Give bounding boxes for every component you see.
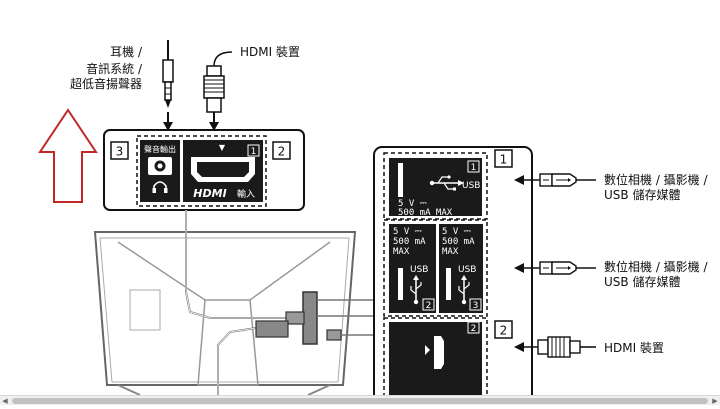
- usb-plug-icon: [539, 261, 596, 275]
- svg-text:▼: ▼: [219, 143, 226, 152]
- badge-3: 3: [116, 145, 124, 159]
- usb-port-1: 1 USB 5 V ⎓ 500 mA MAX: [389, 158, 482, 218]
- headphone-label-line1: 耳機 /: [110, 44, 143, 59]
- usb-plug-icon: [539, 173, 596, 187]
- cables: [185, 210, 374, 395]
- left-arrow-icon: [514, 175, 540, 352]
- svg-text:USB: USB: [458, 265, 476, 275]
- scroll-left-icon[interactable]: ◀: [2, 397, 8, 405]
- hdmi-logo: HDMI: [193, 187, 226, 200]
- svg-text:500 mA MAX: 500 mA MAX: [398, 208, 453, 218]
- usb-icon: [410, 275, 422, 305]
- scrollbar-thumb[interactable]: [12, 398, 708, 404]
- hdmi-plug-icon: [537, 336, 596, 358]
- camera-label-1-line1: 數位相機 / 攝影機 /: [604, 172, 708, 187]
- hdmi-device-label-right: HDMI 裝置: [604, 341, 664, 355]
- hdmi-input-label: 輸入: [237, 188, 255, 200]
- headphone-icon: [152, 181, 168, 193]
- svg-text:5 V ⎓: 5 V ⎓: [398, 199, 427, 209]
- svg-text:MAX: MAX: [442, 247, 459, 257]
- hdmi-port-number-top: 1: [251, 147, 257, 157]
- horizontal-scrollbar[interactable]: ◀ ▶: [0, 395, 720, 405]
- audio-plug-icon: [162, 40, 174, 131]
- badge-1-right: 1: [500, 153, 508, 167]
- tv-back: [93, 231, 357, 396]
- audio-out-label: 聲音輸出: [144, 144, 176, 154]
- svg-text:1: 1: [471, 163, 477, 173]
- svg-text:MAX: MAX: [393, 247, 410, 257]
- headphone-label-line2: 音訊系統 /: [86, 61, 143, 76]
- headphone-label-line3: 超低音揚聲器: [70, 76, 142, 91]
- svg-text:2: 2: [426, 301, 432, 311]
- svg-text:USB: USB: [410, 265, 428, 275]
- usb-icon: [458, 275, 470, 305]
- svg-text:500 mA: 500 mA: [442, 237, 475, 247]
- hdmi-port-2: 2: [389, 321, 482, 405]
- svg-text:500 mA: 500 mA: [393, 237, 426, 247]
- svg-text:2: 2: [471, 324, 477, 334]
- camera-label-1-line2: USB 儲存媒體: [604, 188, 680, 202]
- camera-label-2-line2: USB 儲存媒體: [604, 275, 680, 289]
- badge-2-right: 2: [500, 324, 508, 338]
- usb-icon: [429, 175, 464, 191]
- scroll-right-icon[interactable]: ▶: [712, 397, 718, 405]
- top-connector-panel: 3 2 聲音輸出 ▼ 1 HDMI 輸入: [103, 129, 305, 211]
- right-connector-panel: 1 USB 5 V ⎓ 500 mA MAX 5 V ⎓ 500 mA MAX …: [373, 146, 533, 409]
- camera-label-2-line1: 數位相機 / 攝影機 /: [604, 259, 708, 274]
- badge-2-top: 2: [278, 145, 286, 159]
- hdmi-device-label-top: HDMI 裝置: [240, 45, 300, 59]
- svg-text:3: 3: [473, 301, 479, 311]
- headphone-label: 耳機 / 音訊系統 / 超低音揚聲器: [70, 44, 143, 91]
- usb-port-3: 5 V ⎓ 500 mA MAX USB 3: [439, 224, 483, 313]
- svg-text:5 V ⎓: 5 V ⎓: [442, 227, 471, 237]
- up-arrow-icon: [38, 108, 98, 203]
- usb-port-2: 5 V ⎓ 500 mA MAX USB 2: [389, 224, 436, 313]
- svg-text:5 V ⎓: 5 V ⎓: [393, 227, 422, 237]
- svg-text:USB: USB: [462, 181, 480, 191]
- hdmi-plug-icon-top: [203, 51, 233, 131]
